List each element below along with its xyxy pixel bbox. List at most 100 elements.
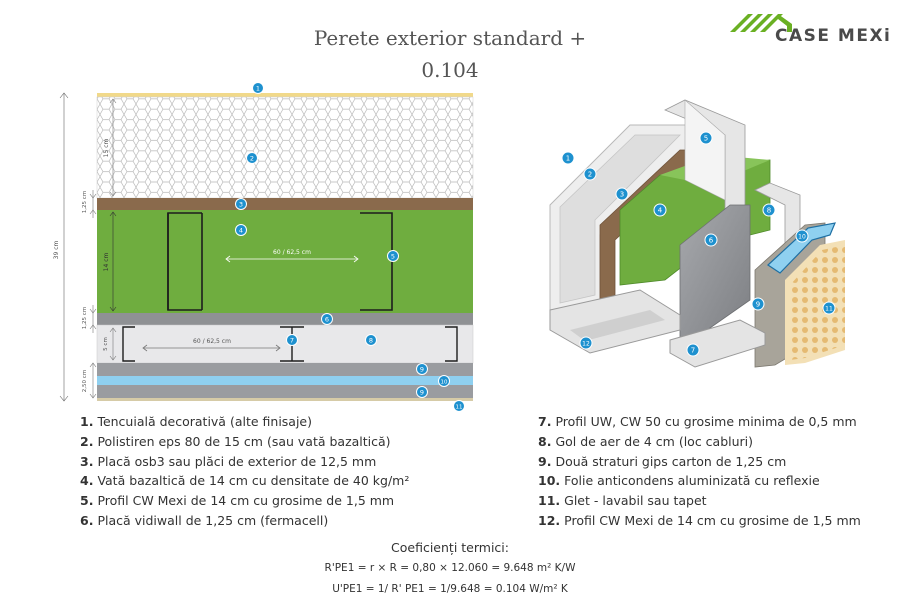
svg-text:6: 6 <box>325 316 329 324</box>
iso-badge-8: 8 <box>762 203 776 217</box>
svg-text:7: 7 <box>691 347 695 355</box>
legend-item: 1. Tencuială decorativă (alte finisaje) <box>80 414 313 429</box>
air-gap-layer <box>96 324 474 364</box>
dim-gap-label: 5 cm <box>103 337 109 351</box>
iso-badge-4: 4 <box>653 203 667 217</box>
dim-vidiwall <box>89 305 97 333</box>
svg-text:9: 9 <box>420 366 424 374</box>
legend-item: 12. Profil CW Mexi de 14 cm cu grosime d… <box>538 512 861 528</box>
svg-text:12: 12 <box>582 340 590 347</box>
iso-badge-6: 6 <box>704 233 718 247</box>
dim-gap <box>109 327 117 361</box>
badge-10: 10 <box>438 375 450 387</box>
thermal-coefficients: Coeficienți termici: R'PE1 = r × R = 0,8… <box>250 537 650 600</box>
iso-badge-7: 7 <box>686 343 700 357</box>
iso-eps-face <box>559 134 681 304</box>
dim-gypsum-label: 2,50 cm <box>82 370 88 392</box>
svg-text:5: 5 <box>391 253 395 261</box>
dim-wool-label: 14 cm <box>103 253 110 272</box>
svg-text:1: 1 <box>566 155 570 163</box>
title-line-2: 0.104 <box>421 58 479 82</box>
osb-layer <box>97 198 473 210</box>
spacing-label-upper: 60 / 62,5 cm <box>273 249 311 256</box>
legend-left: 1. Tencuială decorativă (alte finisaje) … <box>80 412 460 531</box>
wall-isometric-view: 1 2 3 4 5 6 7 8 9 10 11 12 <box>549 99 845 368</box>
wool-layer <box>97 210 473 313</box>
iso-badge-9: 9 <box>751 297 765 311</box>
badge-5: 5 <box>387 250 399 262</box>
badge-4: 4 <box>235 224 247 236</box>
dim-total <box>59 92 69 402</box>
gypsum-layer-2 <box>97 385 473 398</box>
iso-badge-1: 1 <box>561 151 575 165</box>
badge-3: 3 <box>235 198 247 210</box>
legend-item: 8. Gol de aer de 4 cm (loc cabluri) <box>538 433 754 449</box>
dim-vidiwall-label: 1,25 cm <box>82 307 88 329</box>
svg-text:11: 11 <box>456 404 463 410</box>
svg-text:9: 9 <box>420 389 424 397</box>
dim-osb <box>89 190 97 218</box>
coefficient-u: U'PE1 = 1/ R' PE1 = 1/9.648 = 0.104 W/m²… <box>332 583 568 595</box>
svg-text:5: 5 <box>704 135 708 143</box>
svg-text:7: 7 <box>290 337 294 345</box>
svg-text:6: 6 <box>709 237 714 245</box>
badge-1: 1 <box>252 82 264 94</box>
badge-6: 6 <box>321 313 333 325</box>
iso-badge-3: 3 <box>615 187 629 201</box>
cw-profile-left-web <box>180 212 203 311</box>
svg-text:3: 3 <box>620 191 624 199</box>
plaster-layer <box>97 93 473 97</box>
uw-profile-right <box>445 326 458 362</box>
svg-text:10: 10 <box>441 379 448 385</box>
legend-item: 10. Folie anticondens aluminizată cu ref… <box>538 473 820 489</box>
legend-item: 11. Glet - lavabil sau tapet <box>538 493 707 509</box>
section-badges: 1 2 3 4 5 6 7 8 9 10 9 11 <box>235 82 465 412</box>
spacing-arrow-lower <box>142 344 281 352</box>
legend-item: 5. Profil CW Mexi de 14 cm cu grosime de… <box>80 493 395 509</box>
iso-profile-5-inner <box>684 99 726 201</box>
iso-badge-10: 10 <box>795 229 809 243</box>
uw-profile-left <box>122 326 135 362</box>
legend-item: 3. Placă osb3 sau plăci de exterior de 1… <box>80 453 377 469</box>
case-mexi-logo <box>730 14 792 32</box>
foil-layer <box>97 376 473 385</box>
iso-profile-12-lip <box>570 310 665 341</box>
svg-text:8: 8 <box>767 207 771 215</box>
dim-total-label: 39 cm <box>53 241 60 260</box>
badge-9-lower: 9 <box>416 386 428 398</box>
badge-9-upper: 9 <box>416 363 428 375</box>
wall-cross-section: 39 cm 15 cm 1,25 cm 14 cm 1,25 cm 5 cm <box>53 82 474 412</box>
iso-badge-2: 2 <box>583 167 597 181</box>
badge-2: 2 <box>246 152 258 164</box>
svg-text:2: 2 <box>588 171 592 179</box>
iso-badge-11: 11 <box>822 301 836 315</box>
iso-putty-pattern <box>790 245 845 360</box>
dim-gypsum <box>89 362 97 399</box>
svg-text:4: 4 <box>658 207 663 215</box>
coefficients-title: Coeficienți termici: <box>391 540 509 555</box>
legend-item: 2. Polistiren eps 80 de 15 cm (sau vată … <box>80 433 391 449</box>
legend-item: 7. Profil UW, CW 50 cu grosime minima de… <box>538 414 857 429</box>
badge-11: 11 <box>453 400 465 412</box>
iso-badges: 1 2 3 4 5 6 7 8 9 10 11 12 <box>561 131 836 357</box>
eps-hex-pattern <box>97 97 473 198</box>
svg-text:10: 10 <box>798 233 806 240</box>
dim-wool <box>109 211 117 312</box>
svg-text:4: 4 <box>239 227 243 235</box>
cw-profile-left <box>167 212 180 311</box>
svg-text:11: 11 <box>825 305 833 312</box>
gypsum-layer-1 <box>97 363 473 376</box>
coefficient-r: R'PE1 = r × R = 0,80 × 12.060 = 9.648 m²… <box>324 562 576 574</box>
iso-badge-5: 5 <box>699 131 713 145</box>
svg-text:9: 9 <box>756 301 760 309</box>
iso-badge-12: 12 <box>579 336 593 350</box>
svg-text:2: 2 <box>250 155 254 163</box>
legend-right: 7. Profil UW, CW 50 cu grosime minima de… <box>538 412 878 531</box>
badge-8: 8 <box>365 334 377 346</box>
putty-layer <box>97 398 473 401</box>
badge-7: 7 <box>286 334 298 346</box>
spacing-label-lower: 60 / 62,5 cm <box>193 338 231 345</box>
title-line-1: Perete exterior standard + <box>313 26 587 50</box>
vidiwall-layer <box>97 313 473 325</box>
dim-eps <box>109 98 117 197</box>
